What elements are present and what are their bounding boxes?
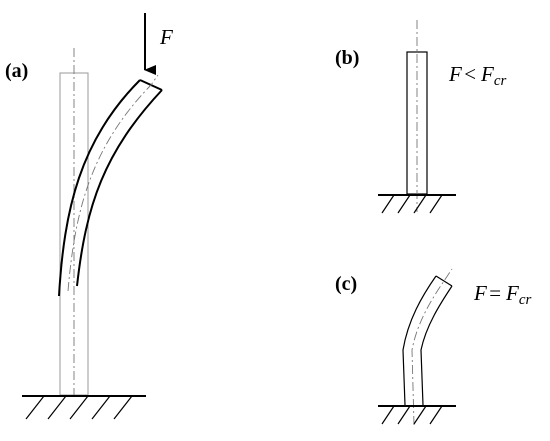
bent-column-axis — [67, 74, 159, 292]
panel-c: (c) F=Fcr — [335, 268, 531, 426]
panel-c-label: (c) — [335, 273, 357, 295]
bent-column-left-edge — [58, 79, 141, 297]
buckled-column-left-edge — [402, 275, 437, 406]
condition-c: F=Fcr — [473, 281, 531, 308]
panel-a-label: (a) — [5, 60, 28, 82]
panel-b: (b) F<Fcr — [335, 20, 506, 214]
bent-column-right-edge — [76, 89, 163, 287]
panel-a: (a) F — [5, 13, 173, 420]
buckled-column-right-edge — [420, 285, 453, 406]
fixed-support-c — [378, 405, 456, 425]
fixed-support-b — [378, 194, 456, 214]
condition-b: F<Fcr — [448, 62, 506, 89]
buckled-column-top — [435, 275, 453, 287]
force-label: F — [159, 25, 173, 49]
panel-b-label: (b) — [335, 47, 359, 69]
buckled-column-axis — [411, 268, 453, 426]
fixed-support-a — [22, 395, 146, 420]
